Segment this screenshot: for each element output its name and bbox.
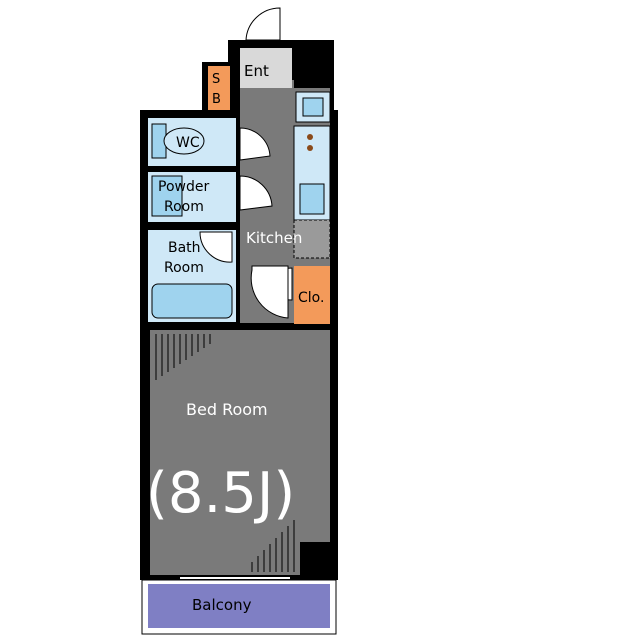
balcony-outline <box>141 579 337 635</box>
bedroom-pillar <box>300 542 332 576</box>
stove-burner-2 <box>307 145 313 151</box>
shoe-box-label-2: B <box>212 92 221 107</box>
toilet-icon <box>163 127 205 155</box>
closet-label: Clo. <box>298 290 324 306</box>
bath-door-swing <box>199 231 233 263</box>
powder-door-swing <box>239 175 273 211</box>
wc-label: WC <box>176 135 200 151</box>
powder-room-label-2: Room <box>164 199 204 215</box>
balcony <box>148 584 330 628</box>
entrance-step <box>294 40 332 88</box>
shoe-box-label-1: S <box>212 72 220 87</box>
bathtub-icon <box>151 283 233 319</box>
kitchen-appliance-space <box>293 219 331 259</box>
bath-room-label-1: Bath <box>168 240 201 256</box>
bedroom-label: Bed Room <box>186 400 268 419</box>
kitchen-label: Kitchen <box>246 229 302 247</box>
sink-icon <box>151 175 183 217</box>
bath-room-label-2: Room <box>164 260 204 276</box>
bedroom-window-hatching <box>155 334 295 572</box>
balcony-label: Balcony <box>192 596 252 614</box>
bedroom-floor <box>150 330 330 575</box>
kitchen-sink <box>299 183 325 215</box>
refrigerator-inner <box>302 97 324 117</box>
powder-room-label-1: Powder <box>158 179 209 195</box>
bedroom-area-label: (8.5J) <box>146 461 295 526</box>
shoe-box <box>208 66 230 110</box>
entrance-floor <box>240 48 292 88</box>
bedroom-door-swing <box>250 265 289 319</box>
closet <box>294 266 330 324</box>
stove-burner-1 <box>307 134 313 140</box>
entrance-label: Ent <box>244 62 269 80</box>
wc-door-swing <box>239 127 271 161</box>
entrance-door-swing <box>245 7 281 41</box>
